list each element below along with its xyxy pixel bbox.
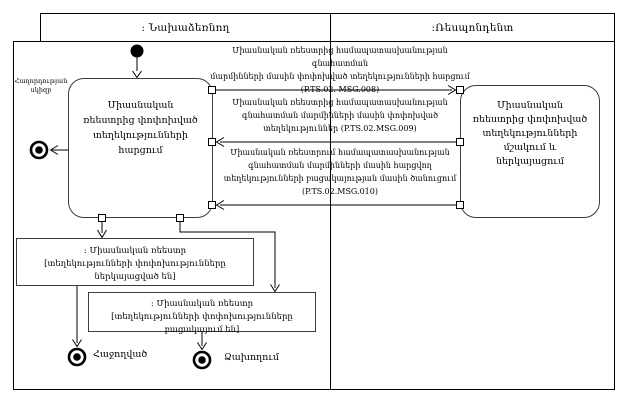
lane-header-respondent-label: :Ռեսպոնդենտ: [431, 21, 514, 34]
left-final-node-label-line: սկիզբ: [30, 86, 52, 94]
activity-respondent-line: տեղեկությունների: [482, 128, 578, 139]
state-registry-changes-presented: : Միասնական ռեեստր [տեղեկությունների փոփ…: [16, 238, 254, 286]
failure-final-node: [192, 350, 212, 370]
success-final-node: [67, 347, 87, 367]
msg008-line: մարմինների մասին փոփոխված տեղեկություննե…: [210, 72, 470, 81]
flow-msg009: [215, 137, 456, 147]
lane-header-initiator-label: : Նախաձեռնող: [141, 21, 230, 34]
state-title: : Միասնական ռեեստր: [83, 246, 187, 256]
initial-node: [130, 44, 144, 79]
msg008-line: Միասնական ռեեստրից համապատասխանության գն…: [232, 46, 448, 68]
flow-to-failure-final: [197, 332, 207, 351]
msg010-line: Միասնական ռեեստրում համապատասխանության: [230, 148, 450, 157]
flow-msg010: [215, 200, 456, 210]
activity-initiator-line: տեղեկությունների: [93, 130, 188, 141]
activity-pins-respondent: [456, 86, 464, 209]
message-label-msg009: Միասնական ռեեստրից համապատասխանության գն…: [215, 96, 465, 135]
activity-initiator-line: Միասնական: [107, 100, 174, 111]
activity-initiator-line: հարցում: [118, 145, 163, 156]
message-label-msg010: Միասնական ռեեստրում համապատասխանության գ…: [210, 146, 470, 198]
activity-respondent-line: ռեեստրից փոփոխված: [472, 114, 588, 125]
msg010-line: տեղեկությունների բացակայության մասին ծան…: [223, 174, 457, 183]
msg010-line: (P.TS.02.MSG.010): [302, 187, 378, 196]
msg009-line: տեղեկություններ (P.TS.02.MSG.009): [263, 124, 417, 133]
left-final-node-label-line: Հաղորդության: [14, 77, 68, 85]
state-registry-changes-absent: : Միասնական ռեեստր [տեղեկությունների փոփ…: [88, 292, 316, 335]
activity-pins-initiator: [98, 86, 216, 222]
state-condition: [տեղեկությունների փոփոխությունները բացակ…: [111, 312, 293, 335]
flow-to-state-presented: [97, 222, 107, 239]
left-final-node-label: Հաղորդության սկիզբ: [10, 77, 72, 95]
lane-header-respondent: :Ռեսպոնդենտ: [330, 13, 615, 42]
flow-to-left-final: [49, 145, 68, 155]
left-final-node: [29, 140, 49, 160]
state-title: : Միասնական ռեեստր: [150, 299, 254, 309]
msg009-line: գնահատման մարմինների մասին փոփոխված: [242, 111, 438, 120]
activity-respondent-line: ներկայացում: [495, 156, 565, 167]
success-label: Հաջողված: [93, 349, 148, 360]
failure-label: Ձախողում: [224, 352, 280, 363]
activity-initiator-request: Միասնական ռեեստրից փոփոխված տեղեկություն…: [68, 78, 213, 218]
lane-divider: [330, 41, 331, 390]
msg010-line: գնահատման մարմինների մասին հարցվող: [248, 161, 432, 170]
activity-initiator-line: ռեեստրից փոփոխված: [83, 115, 198, 126]
msg009-line: Միասնական ռեեստրից համապատասխանության: [232, 98, 448, 107]
flow-msg008: [216, 85, 457, 95]
activity-respondent-line: Միասնական: [497, 100, 563, 111]
flow-to-success-final: [72, 286, 82, 348]
activity-respondent-line: մշակում և: [503, 142, 557, 153]
flow-to-state-absent: [179, 222, 280, 293]
activity-respondent-process: Միասնական ռեեստրից փոփոխված տեղեկություն…: [460, 85, 600, 218]
state-condition: [տեղեկությունների փոփոխությունները ներկա…: [44, 259, 226, 282]
